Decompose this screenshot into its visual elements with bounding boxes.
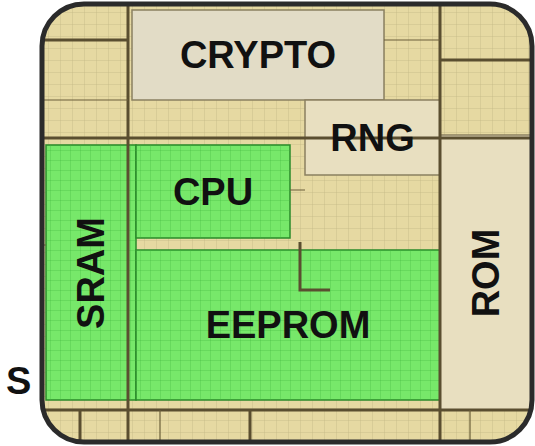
block-label: RNG [330,119,414,157]
sram-texture [46,145,136,400]
rom-region [440,135,532,410]
block-label: ROM [467,228,505,317]
chip-body [42,4,532,442]
block-label: SRAM [72,217,110,329]
cpu-texture [136,145,290,238]
chip-texture [42,4,532,442]
sram-block: SRAM [46,145,136,400]
sram-region [46,145,136,400]
chip-traces [42,4,532,442]
crypto-block: CRYPTO [132,10,384,100]
eeprom-block: EEPROM [136,250,440,400]
cpu-region [136,145,290,238]
block-label: CPU [173,173,253,211]
rom-block: ROM [440,135,532,410]
eeprom-texture [136,250,440,400]
chip-traces-fine [42,40,470,442]
caption-fragment: S [6,362,31,400]
rng-block: RNG [305,100,440,175]
block-label: CRYPTO [180,36,336,74]
crypto-region [132,10,384,100]
cpu-block: CPU [136,145,290,238]
chip-frame [42,4,532,442]
block-label: EEPROM [206,306,371,344]
eeprom-region [136,250,440,400]
